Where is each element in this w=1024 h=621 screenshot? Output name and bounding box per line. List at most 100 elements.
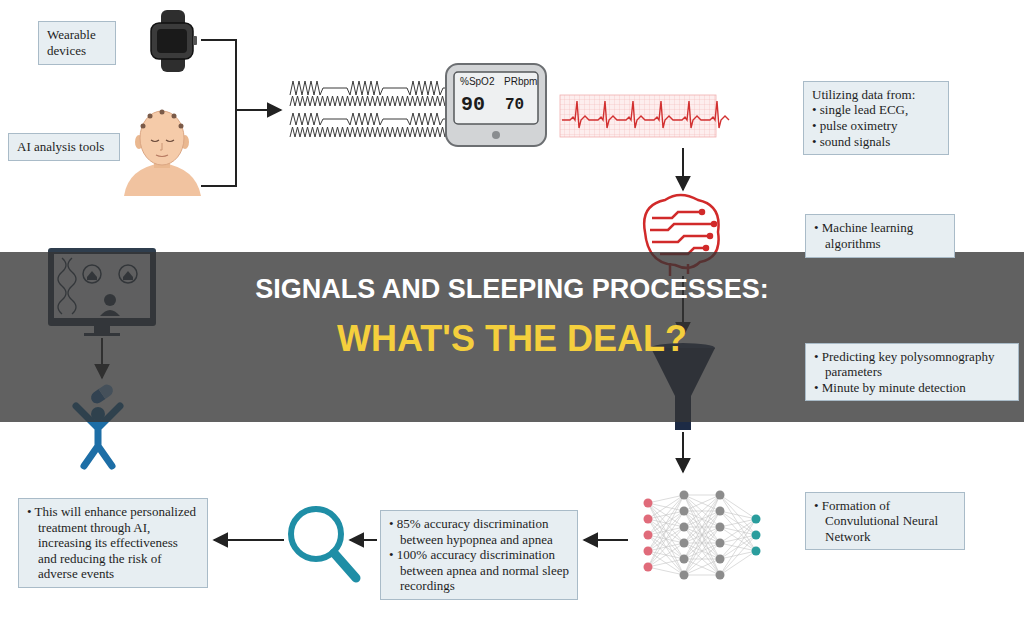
network-link [684,559,720,575]
magnifier-icon [334,553,356,578]
pulse-oximeter [446,64,546,146]
box-text: Wearable devices [47,27,107,58]
network-link [684,527,720,575]
watch-icon [157,29,187,53]
network-link [684,495,720,575]
network-link [720,551,756,575]
process-box: • This will enhance personalized treatme… [18,498,208,588]
network-link [648,495,684,535]
network-link [684,495,720,559]
network-link [684,543,720,575]
network-link [648,567,684,575]
process-box: • Predicting key polysomnography paramet… [805,343,1019,402]
network-link [684,495,720,543]
network-neuron [680,507,689,516]
ecg-strip [560,95,729,137]
box-text: • This will enhance personalized treatme… [27,504,199,582]
box-text: • pulse oximetry [812,118,940,134]
network-neuron [716,555,725,564]
process-box: • Formation of Convulutional Neural Netw… [805,492,965,551]
box-text: Utilizing data from: [812,87,940,103]
network-link [648,519,684,575]
network-link [684,495,720,575]
head-illustration [140,111,184,165]
network-link [648,551,684,575]
pulse-oximeter [492,131,500,139]
network-link [720,519,756,527]
network-link [684,495,720,511]
box-text: • Minute by minute detection [814,380,1010,396]
network-link [684,575,720,576]
signal-waveform [290,113,452,125]
screen-reading: 90 [461,93,485,116]
network-link [720,495,756,551]
neural-network-icon [644,491,761,580]
pulse-oximeter [454,72,538,124]
network-link [648,535,684,575]
network-link [648,559,684,567]
network-neuron [752,515,761,524]
head-illustration [160,143,162,150]
network-link [684,511,720,575]
ecg-strip [560,95,716,137]
head-illustration [172,114,177,119]
network-neuron [644,515,653,524]
network-neuron [716,523,725,532]
network-link [648,503,684,575]
caption-text: WHAT'S THE DEAL? [0,318,1024,360]
network-neuron [680,539,689,548]
network-link [684,495,720,527]
flow-arrow [584,539,628,541]
network-link [720,519,756,559]
head-illustration [151,140,174,142]
brain-icon [704,246,708,250]
bracket [201,40,236,186]
head-illustration [160,110,165,115]
box-text: • 85% accuracy discrimination between hy… [389,516,569,547]
brain-icon [712,222,716,226]
pulse-oximeter [446,64,546,146]
network-link [720,511,756,519]
network-neuron [644,499,653,508]
signal-waveform [290,81,452,95]
flow-arrow [350,539,377,541]
network-link [684,511,720,575]
signal-waveforms [290,81,452,137]
box-text: • 100% accuracy discrimination between a… [389,547,569,594]
network-link [648,543,684,567]
signal-waveform [290,127,450,137]
network-link [684,495,720,527]
network-link [684,495,720,496]
box-text: AI analysis tools [17,139,111,155]
network-link [648,527,684,567]
box-text: • single lead ECG, [812,102,940,118]
network-link [684,543,720,575]
network-link [648,495,684,503]
network-link [648,511,684,567]
title-band [0,252,1024,422]
network-link [684,495,720,559]
process-box: AI analysis tools [8,133,120,161]
network-neuron [716,571,725,580]
brain-icon [700,210,704,214]
process-box: • Machine learning algorithms [805,214,955,257]
box-text: • Machine learning algorithms [814,220,946,251]
network-link [720,495,756,535]
signal-waveform [290,96,450,106]
network-neuron [716,539,725,548]
network-neuron [680,523,689,532]
network-neuron [716,507,725,516]
flow-arrow [214,539,284,541]
flow-arrow [682,432,684,472]
network-neuron [752,547,761,556]
network-link [720,519,756,575]
network-link [684,559,720,575]
flow-arrow [682,148,684,190]
box-text: • Formation of Convulutional Neural Netw… [814,498,956,545]
network-neuron [644,547,653,556]
head-illustration [179,124,184,129]
network-neuron [680,555,689,564]
network-link [720,511,756,551]
network-neuron [752,531,761,540]
head-illustration [124,110,201,197]
